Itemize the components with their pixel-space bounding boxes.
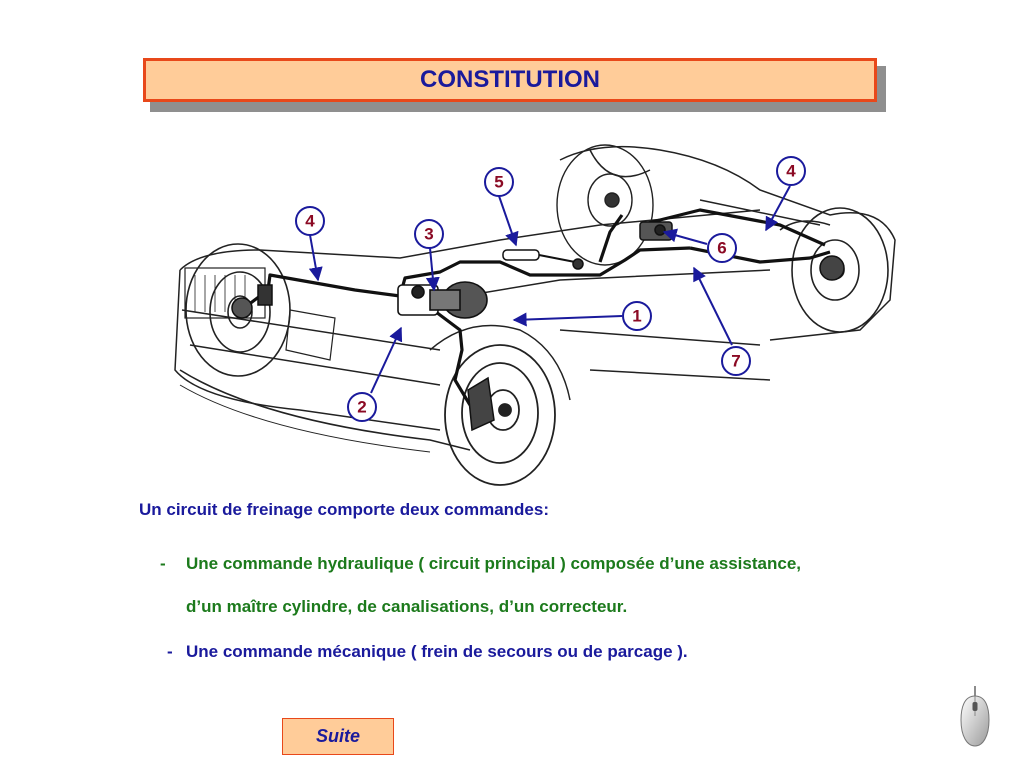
bullet-1-line-2: d’un maître cylindre, de canalisations, …	[186, 597, 628, 616]
callout-5-label: 5	[494, 173, 503, 192]
callout-1-label: 1	[632, 307, 641, 326]
callout-5: 5	[484, 167, 514, 197]
callout-2-label: 2	[357, 398, 366, 417]
car-body-sketch	[174, 145, 896, 453]
page-title: CONSTITUTION	[420, 66, 600, 93]
callout-6-label: 6	[717, 239, 726, 258]
master-cylinder-assembly	[397, 281, 488, 319]
callout-4-right-label: 4	[786, 162, 796, 181]
intro-text: Un circuit de freinage comporte deux com…	[139, 500, 549, 519]
callout-4-left: 4	[295, 206, 325, 236]
front-left-wheel	[185, 243, 291, 377]
rear-right-brake	[819, 255, 845, 281]
callout-2: 2	[347, 392, 377, 422]
bullet-1-line-1: Une commande hydraulique ( circuit princ…	[186, 554, 801, 573]
callout-7: 7	[721, 346, 751, 376]
callout-3-label: 3	[424, 225, 433, 244]
callout-4-right: 4	[776, 156, 806, 186]
next-button[interactable]: Suite	[282, 718, 394, 755]
front-caliper	[467, 376, 495, 432]
handbrake-lever	[502, 249, 584, 270]
bullet-2-dash: -	[167, 642, 173, 661]
pressure-compensator	[639, 221, 673, 241]
mouse-icon	[960, 686, 990, 747]
callout-4-left-label: 4	[305, 212, 315, 231]
callout-1: 1	[622, 301, 652, 331]
bullet-2-text: Une commande mécanique ( frein de secour…	[186, 642, 688, 661]
brake-lines	[247, 208, 831, 406]
callout-7-label: 7	[731, 352, 740, 371]
callout-6: 6	[707, 233, 737, 263]
front-right-wheel	[444, 344, 556, 486]
bullet-1-dash: -	[160, 554, 166, 573]
callout-arrows	[308, 185, 791, 394]
next-button-label: Suite	[315, 726, 360, 746]
front-left-brake	[231, 284, 273, 319]
callout-3: 3	[414, 219, 444, 249]
title-banner: CONSTITUTION	[143, 58, 877, 102]
rear-left-wheel	[556, 144, 654, 266]
brake-system-diagram: 5 4 4 3 6 1 7 2	[174, 144, 896, 486]
